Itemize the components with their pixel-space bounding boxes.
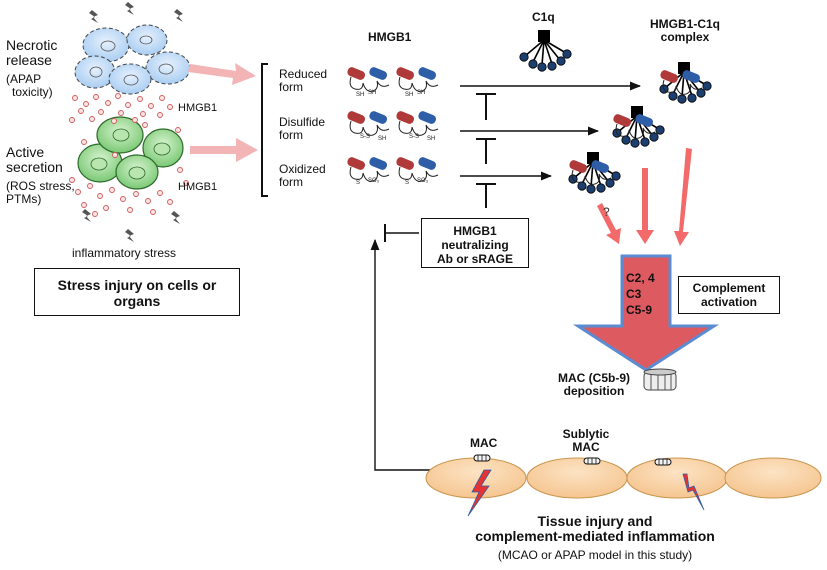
feedback-arrow <box>370 224 430 471</box>
hmgb1-particles <box>69 93 189 217</box>
ros-stress-label: (ROS stress,PTMs) <box>6 179 75 206</box>
inflammatory-stress-label: inflammatory stress <box>72 246 177 260</box>
complement-arrow <box>572 254 720 372</box>
svg-text:SH: SH <box>427 136 435 142</box>
svg-text:S-S: S-S <box>409 134 419 140</box>
model-note: (MCAO or APAP model in this study) <box>497 548 693 562</box>
svg-text:S: S <box>405 180 409 186</box>
necrotic-cells <box>74 24 191 95</box>
hmgb1-header: HMGB1 <box>368 30 412 44</box>
svg-text:SH: SH <box>356 92 364 98</box>
mac-label: MAC <box>470 436 498 450</box>
question-mark: ? <box>603 205 610 219</box>
svg-text:SO₃: SO₃ <box>368 178 380 184</box>
tissue-cells <box>425 457 822 499</box>
svg-text:S: S <box>356 180 360 186</box>
svg-text:SH: SH <box>368 90 376 96</box>
mac-pore-icon <box>643 368 677 391</box>
svg-text:S-S: S-S <box>360 134 370 140</box>
forms-bracket <box>261 63 268 197</box>
hmgb1-released-label: HMGB1 <box>178 102 218 114</box>
hmgb1-secreted-label: HMGB1 <box>178 181 218 193</box>
inhibition-icon <box>476 93 496 208</box>
hmgb1-molecule-icon <box>345 65 439 182</box>
svg-text:SH: SH <box>405 92 413 98</box>
form-arrows <box>460 81 642 181</box>
svg-text:SH: SH <box>417 90 425 96</box>
c1q-label: C1q <box>532 10 555 24</box>
injury-bolt-icon <box>467 469 705 517</box>
mac-deposition-label: MAC (C5b-9)deposition <box>558 371 630 398</box>
svg-text:SO₃: SO₃ <box>417 178 429 184</box>
complement-feed-arrows <box>597 148 692 246</box>
release-arrows <box>188 63 258 162</box>
c1q-icon <box>518 29 713 194</box>
svg-text:SH: SH <box>378 136 386 142</box>
